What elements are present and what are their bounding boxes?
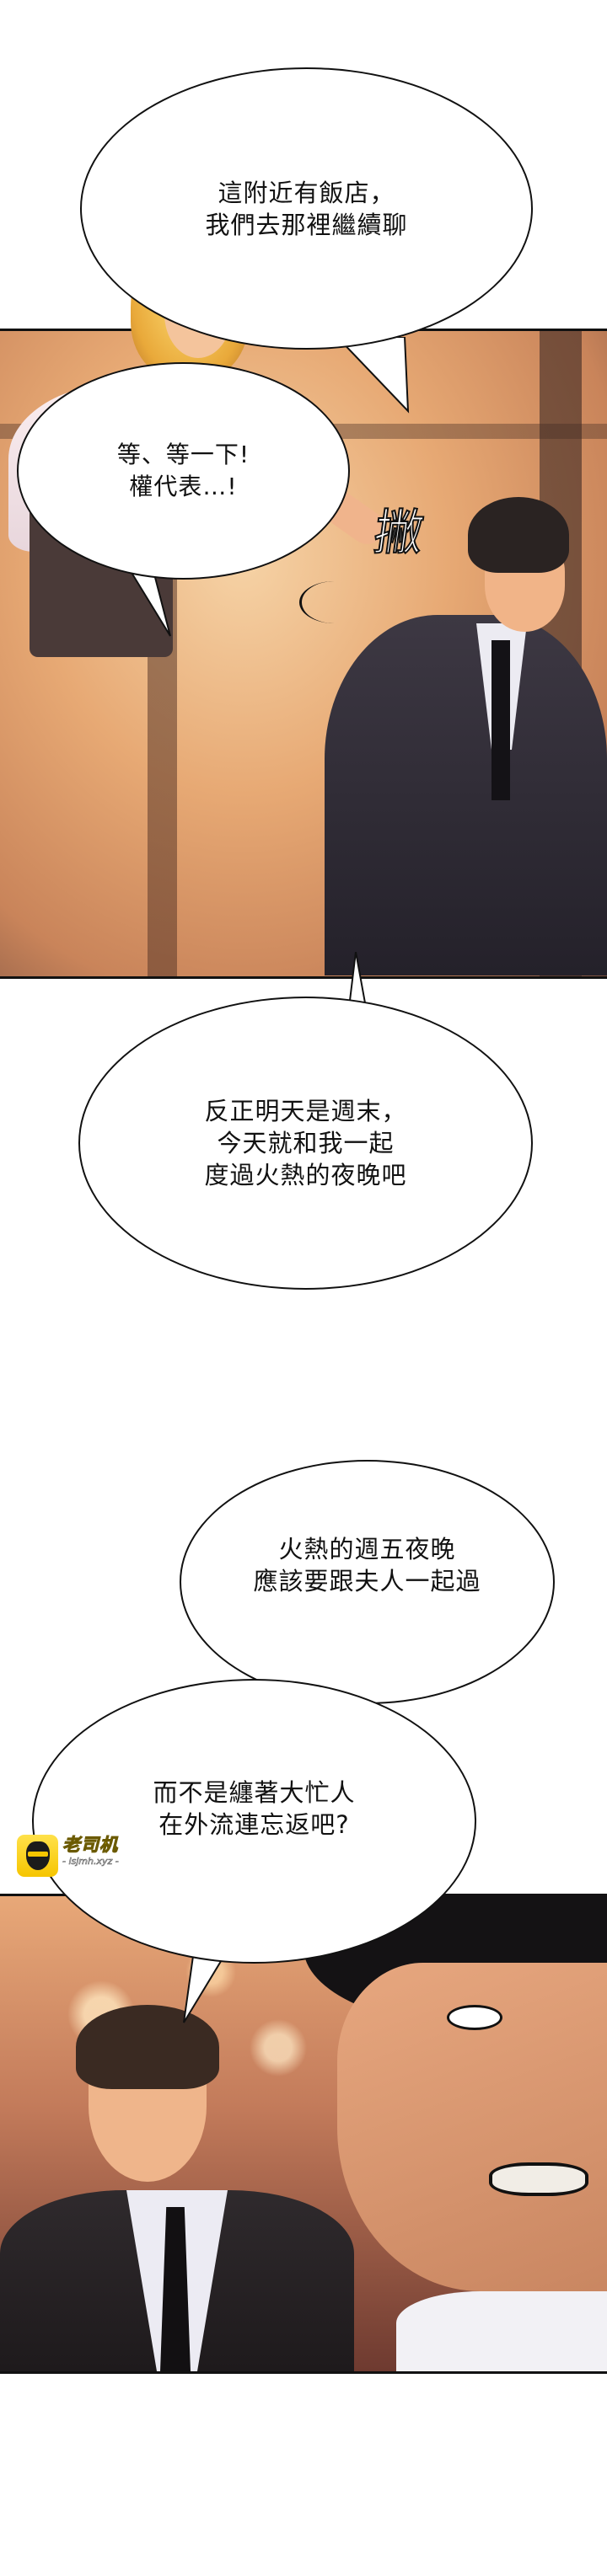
sfx-pull: 撇 xyxy=(370,503,429,562)
bubble-2-text: 等、等一下! 權代表…! xyxy=(116,441,250,500)
bearded-face-icon xyxy=(25,1841,50,1870)
motion-lines-icon xyxy=(299,581,369,623)
bubble-4-text: 火熱的週五夜晚 應該要跟夫人一起過 xyxy=(253,1535,481,1595)
closeup-man-collar xyxy=(396,2291,607,2371)
bubble-3-text: 反正明天是週末， 今天就和我一起 度過火熱的夜晚吧 xyxy=(204,1097,407,1189)
bubble-5-text: 而不是纏著大忙人 在外流連忘返吧? xyxy=(153,1778,356,1839)
watermark: 老司机 - lsjmh.xyz - xyxy=(17,1835,119,1877)
bubble-1-tail xyxy=(337,337,410,414)
speech-bubble-2: 等、等一下! 權代表…! xyxy=(17,362,350,580)
watermark-logo-icon xyxy=(17,1835,58,1877)
bubble-1-text: 這附近有飯店， 我們去那裡繼續聊 xyxy=(205,178,408,239)
speech-bubble-1: 這附近有飯店， 我們去那裡繼續聊 xyxy=(80,67,533,350)
speech-bubble-4: 火熱的週五夜晚 應該要跟夫人一起過 xyxy=(180,1460,555,1704)
bubble-5-tail xyxy=(183,1950,229,2023)
watermark-url: - lsjmh.xyz - xyxy=(62,1856,119,1868)
bubble-2-tail xyxy=(126,564,171,637)
watermark-title: 老司机 xyxy=(62,1835,118,1856)
young-man-hair xyxy=(76,2005,219,2089)
man-hair xyxy=(468,497,569,573)
man-tie xyxy=(492,640,510,800)
closeup-man-eye xyxy=(447,2005,502,2030)
sunglasses-icon xyxy=(27,1852,48,1857)
closeup-man-gritted-teeth xyxy=(489,2162,588,2196)
man-suit xyxy=(325,615,607,975)
speech-bubble-5: 而不是纏著大忙人 在外流連忘返吧? xyxy=(32,1679,476,1964)
speech-bubble-3: 反正明天是週末， 今天就和我一起 度過火熱的夜晚吧 xyxy=(78,997,533,1290)
